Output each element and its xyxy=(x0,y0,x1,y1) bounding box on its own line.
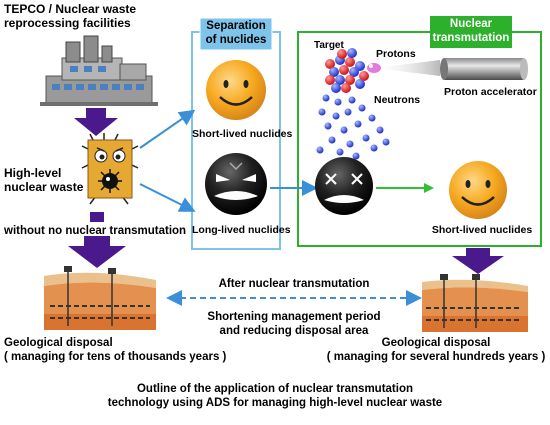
green-arrow xyxy=(376,183,434,193)
arrow-to-long-lived xyxy=(139,183,196,212)
hlw-label: High-level nuclear waste xyxy=(4,166,83,194)
proton-accelerator-tube-icon xyxy=(440,58,528,80)
neutrons-label: Neutrons xyxy=(374,94,421,106)
tepco-label-line1: TEPCO / Nuclear waste xyxy=(4,2,137,16)
geological-layer-icon-right xyxy=(422,274,528,332)
separation-title-line2: of nuclides xyxy=(205,34,267,46)
geo-right-label-line2: ( managing for several hundreds years ) xyxy=(326,351,546,363)
geological-layer-icon-left xyxy=(44,266,156,330)
caption-line1: Outline of the application of nuclear tr… xyxy=(136,383,414,395)
separation-title-line1: Separation xyxy=(206,20,266,32)
proton-beam xyxy=(367,60,440,76)
down-arrow-facility xyxy=(74,108,118,136)
smiley-face-icon-right xyxy=(449,161,507,219)
transmutation-title: Nuclear transmutation xyxy=(430,17,512,45)
short-lived-left-label: Short-lived nuclides xyxy=(192,128,293,140)
without-marker xyxy=(90,212,104,222)
separation-header xyxy=(199,17,273,51)
nuclear-facility-icon xyxy=(40,35,158,106)
angry-face-icon xyxy=(205,153,267,215)
defeated-face-icon xyxy=(315,157,373,215)
down-arrow-right-disposal xyxy=(452,248,504,274)
neutron-scatter xyxy=(316,94,390,160)
geo-right-label: Geological disposal ( managing for sever… xyxy=(326,336,546,364)
arrow-to-short-lived xyxy=(139,109,196,149)
short-lived-right-label: Short-lived nuclides xyxy=(431,224,533,236)
nuclear-waste-creature-icon xyxy=(81,133,139,205)
accelerator-label: Proton accelerator xyxy=(444,86,537,98)
transmutation-title-line1: Nuclear xyxy=(449,18,493,30)
caption: Outline of the application of nuclear tr… xyxy=(60,382,490,410)
caption-line2: technology using ADS for managing high-l… xyxy=(107,397,443,409)
tepco-label: TEPCO / Nuclear waste reprocessing facil… xyxy=(4,2,136,30)
transmutation-title-line2: transmutation xyxy=(432,32,510,44)
hlw-label-line2: nuclear waste xyxy=(4,180,84,194)
geo-left-label-line2: ( managing for tens of thousands years ) xyxy=(4,351,227,363)
shortening-label-line2: and reducing disposal area xyxy=(219,325,369,337)
hlw-label-line1: High-level xyxy=(4,166,62,180)
tepco-label-line2: reprocessing facilities xyxy=(4,16,131,30)
geo-left-label-line1: Geological disposal xyxy=(4,337,113,349)
geo-left-label: Geological disposal ( managing for tens … xyxy=(4,336,226,364)
geo-right-label-line1: Geological disposal xyxy=(381,337,491,349)
separation-title: Separation of nuclides xyxy=(200,19,272,47)
target-nucleus-icon xyxy=(325,48,369,93)
shortening-label: Shortening management period and reducin… xyxy=(170,310,418,338)
without-label: without no nuclear transmutation xyxy=(4,225,187,237)
shortening-label-line1: Shortening management period xyxy=(207,311,381,323)
transmutation-header xyxy=(430,16,512,48)
after-label: After nuclear transmutation xyxy=(218,278,370,290)
down-arrow-left-disposal xyxy=(68,236,126,268)
long-lived-label: Long-lived nuclides xyxy=(192,224,291,236)
target-label: Target xyxy=(314,40,344,51)
smiley-face-icon xyxy=(206,60,266,120)
protons-label: Protons xyxy=(376,48,416,60)
